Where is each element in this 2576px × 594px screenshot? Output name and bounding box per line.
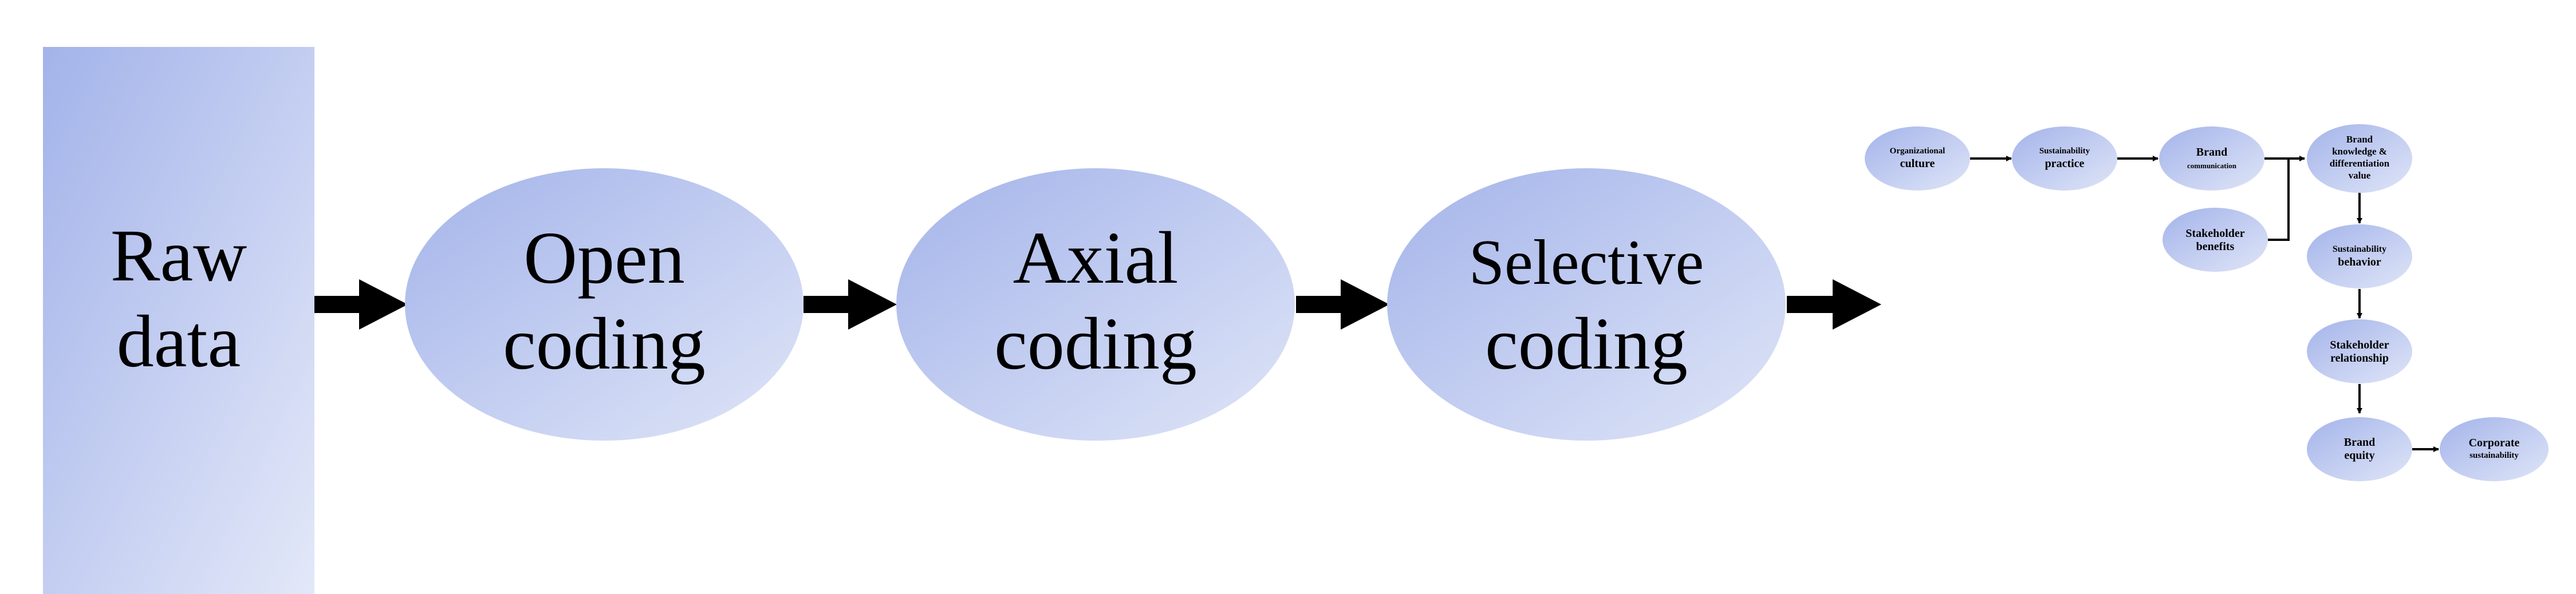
sustainability-behavior-line1: Sustainability xyxy=(2333,244,2386,254)
node-sustainability-behavior: Sustainability behavior xyxy=(2307,224,2412,288)
arrow-raw-to-open xyxy=(314,279,408,330)
corporate-sustainability-line2: sustainability xyxy=(2469,451,2519,460)
model-connectors xyxy=(1970,156,2439,452)
node-brand-equity: Brand equity xyxy=(2307,417,2412,481)
node-organizational-culture: Organizational culture xyxy=(1865,126,1970,191)
brand-communication-line2: communication xyxy=(2187,161,2237,170)
selective-coding-label-line1: Selective xyxy=(1469,227,1704,298)
brand-communication-line1: Brand xyxy=(2196,146,2227,159)
node-sustainability-practice: Sustainability practice xyxy=(2012,126,2117,191)
brand-knowledge-line4: value xyxy=(2349,170,2371,181)
stakeholder-relationship-line1: Stakeholder xyxy=(2330,339,2389,351)
arrow-open-to-axial xyxy=(803,279,897,330)
brand-equity-line1: Brand xyxy=(2344,436,2375,449)
sustainability-behavior-line2: behavior xyxy=(2338,256,2381,268)
sustainability-practice-line2: practice xyxy=(2045,157,2085,170)
selective-coding-label-line2: coding xyxy=(1485,303,1688,385)
brand-knowledge-line1: Brand xyxy=(2346,134,2373,145)
raw-data-box: Raw data xyxy=(43,47,314,594)
organizational-culture-line2: culture xyxy=(1900,157,1935,170)
sustainability-practice-line1: Sustainability xyxy=(2039,146,2090,156)
arrow-selective-to-model xyxy=(1787,279,1881,330)
node-brand-knowledge: Brand knowledge & differentiation value xyxy=(2307,124,2412,193)
axial-coding-node: Axial coding xyxy=(896,168,1295,441)
brand-equity-line2: equity xyxy=(2344,449,2374,462)
arrow-axial-to-selective xyxy=(1296,279,1389,330)
open-coding-label-line1: Open xyxy=(523,217,685,299)
axial-coding-label-line1: Axial xyxy=(1013,217,1179,299)
brand-knowledge-line3: differentiation xyxy=(2330,158,2390,169)
raw-data-label-line2: data xyxy=(117,300,241,383)
stakeholder-relationship-line2: relationship xyxy=(2330,352,2389,365)
node-corporate-sustainability: Corporate sustainability xyxy=(2440,417,2549,481)
corporate-sustainability-line1: Corporate xyxy=(2469,437,2520,449)
connector-benefits-to-knowledge xyxy=(2268,159,2290,241)
node-stakeholder-benefits: Stakeholder benefits xyxy=(2163,208,2268,272)
node-stakeholder-relationship: Stakeholder relationship xyxy=(2307,319,2412,383)
stakeholder-benefits-line2: benefits xyxy=(2196,240,2235,253)
node-brand-communication: Brand communication xyxy=(2159,126,2264,191)
open-coding-label-line2: coding xyxy=(503,303,706,385)
brand-knowledge-line2: knowledge & xyxy=(2332,146,2387,157)
raw-data-label-line1: Raw xyxy=(111,215,247,297)
stakeholder-benefits-line1: Stakeholder xyxy=(2185,227,2244,240)
selective-coding-node: Selective coding xyxy=(1387,168,1786,441)
open-coding-node: Open coding xyxy=(405,168,803,441)
organizational-culture-line1: Organizational xyxy=(1890,146,1945,156)
axial-coding-label-line2: coding xyxy=(994,303,1197,385)
